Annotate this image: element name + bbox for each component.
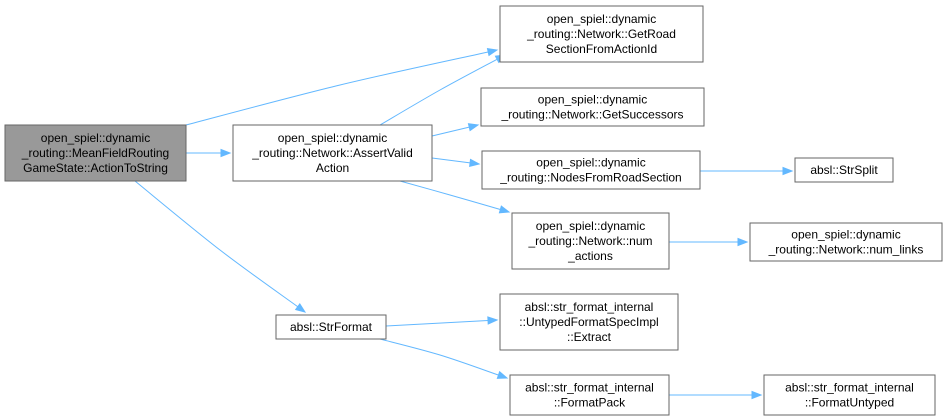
node-label-line: ::FormatPack bbox=[554, 396, 626, 410]
node-untyped-format-spec-impl-extract[interactable]: absl::str_format_internal::UntypedFormat… bbox=[499, 293, 679, 351]
edge-n8-n9 bbox=[385, 316, 499, 327]
node-network-get-road-section-from-action-id[interactable]: open_spiel::dynamic_routing::Network::Ge… bbox=[499, 5, 704, 63]
node-absl-str-split[interactable]: absl::StrSplit bbox=[794, 157, 894, 183]
edge-line bbox=[379, 58, 498, 126]
arrowhead-icon bbox=[487, 316, 499, 325]
node-mean-field-routing-action-to-string[interactable]: open_spiel::dynamic_routing::MeanFieldRo… bbox=[4, 124, 187, 182]
node-format-pack[interactable]: absl::str_format_internal::FormatPack bbox=[509, 374, 670, 416]
edge-line bbox=[399, 180, 501, 210]
edge-line bbox=[431, 157, 471, 164]
node-nodes-from-road-section[interactable]: open_spiel::dynamic_routing::NodesFromRo… bbox=[481, 150, 701, 190]
node-box bbox=[499, 293, 679, 351]
arrowhead-icon bbox=[469, 158, 481, 167]
node-network-assert-valid-action[interactable]: open_spiel::dynamic_routing::Network::As… bbox=[232, 124, 433, 182]
node-box bbox=[4, 124, 187, 182]
node-box bbox=[763, 374, 936, 416]
node-box bbox=[480, 87, 705, 127]
edge-n1-n6 bbox=[399, 180, 511, 214]
node-label-line: absl::str_format_internal bbox=[525, 381, 654, 395]
node-label-line: _actions bbox=[567, 249, 613, 263]
edge-n10-n11 bbox=[669, 390, 763, 400]
node-box bbox=[499, 5, 704, 63]
edge-line bbox=[185, 51, 489, 126]
node-network-num-actions[interactable]: open_spiel::dynamic_routing::Network::nu… bbox=[511, 212, 670, 270]
node-label-line: _routing::NodesFromRoadSection bbox=[499, 171, 681, 185]
arrowhead-icon bbox=[498, 205, 511, 214]
node-box bbox=[275, 314, 387, 340]
edge-n4-n5 bbox=[700, 166, 794, 176]
node-label-line: _routing::Network::num bbox=[527, 234, 652, 248]
node-label-line: open_spiel::dynamic bbox=[538, 93, 647, 107]
node-box bbox=[794, 157, 894, 183]
edge-n0-n2 bbox=[185, 47, 499, 126]
node-label-line: absl::str_format_internal bbox=[525, 300, 654, 314]
node-box bbox=[481, 150, 701, 190]
edge-line bbox=[379, 338, 499, 376]
node-label-line: absl::StrSplit bbox=[810, 163, 878, 177]
node-box bbox=[511, 212, 670, 270]
arrowhead-icon bbox=[496, 370, 509, 379]
nodes-layer: open_spiel::dynamic_routing::MeanFieldRo… bbox=[4, 5, 943, 416]
arrowhead-icon bbox=[294, 302, 307, 313]
edge-n0-n1 bbox=[186, 148, 232, 158]
arrowhead-icon bbox=[486, 47, 499, 57]
node-label-line: ::Extract bbox=[567, 330, 612, 344]
edge-line bbox=[385, 319, 489, 327]
edge-line bbox=[134, 180, 299, 308]
arrowhead-icon bbox=[220, 148, 232, 158]
edge-n8-n10 bbox=[379, 338, 509, 379]
node-label-line: ::UntypedFormatSpecImpl bbox=[519, 315, 658, 329]
arrowhead-icon bbox=[737, 237, 749, 247]
edge-n1-n4 bbox=[431, 157, 481, 167]
node-label-line: _routing::MeanFieldRouting bbox=[21, 146, 169, 160]
node-label-line: open_spiel::dynamic bbox=[536, 156, 645, 170]
arrowhead-icon bbox=[782, 166, 794, 176]
node-label-line: open_spiel::dynamic bbox=[41, 131, 150, 145]
node-label-line: ::FormatUntyped bbox=[805, 396, 894, 410]
node-label-line: absl::str_format_internal bbox=[785, 381, 914, 395]
node-box bbox=[232, 124, 433, 182]
edge-line bbox=[431, 126, 470, 137]
node-network-num-links[interactable]: open_spiel::dynamic_routing::Network::nu… bbox=[749, 222, 943, 262]
edge-n1-n3 bbox=[431, 123, 480, 137]
node-label-line: _routing::Network::num_links bbox=[768, 243, 924, 257]
node-label-line: GameState::ActionToString bbox=[23, 161, 168, 175]
edge-n6-n7 bbox=[669, 237, 749, 247]
node-box bbox=[509, 374, 670, 416]
node-absl-str-format[interactable]: absl::StrFormat bbox=[275, 314, 387, 340]
node-format-untyped[interactable]: absl::str_format_internal::FormatUntyped bbox=[763, 374, 936, 416]
node-box bbox=[749, 222, 943, 262]
node-label-line: open_spiel::dynamic bbox=[278, 131, 387, 145]
arrowhead-icon bbox=[751, 390, 763, 400]
node-label-line: Action bbox=[316, 161, 349, 175]
node-label-line: _routing::Network::AssertValid bbox=[251, 146, 413, 160]
node-label-line: open_spiel::dynamic bbox=[791, 228, 900, 242]
arrowhead-icon bbox=[467, 123, 480, 132]
node-label-line: absl::StrFormat bbox=[290, 320, 373, 334]
node-label-line: _routing::Network::GetSuccessors bbox=[500, 108, 683, 122]
node-label-line: open_spiel::dynamic bbox=[536, 219, 645, 233]
node-network-get-successors[interactable]: open_spiel::dynamic_routing::Network::Ge… bbox=[480, 87, 705, 127]
node-label-line: _routing::Network::GetRoad bbox=[526, 27, 676, 41]
edge-n0-n8 bbox=[134, 180, 307, 313]
node-label-line: open_spiel::dynamic bbox=[547, 12, 656, 26]
node-label-line: SectionFromActionId bbox=[546, 42, 657, 56]
